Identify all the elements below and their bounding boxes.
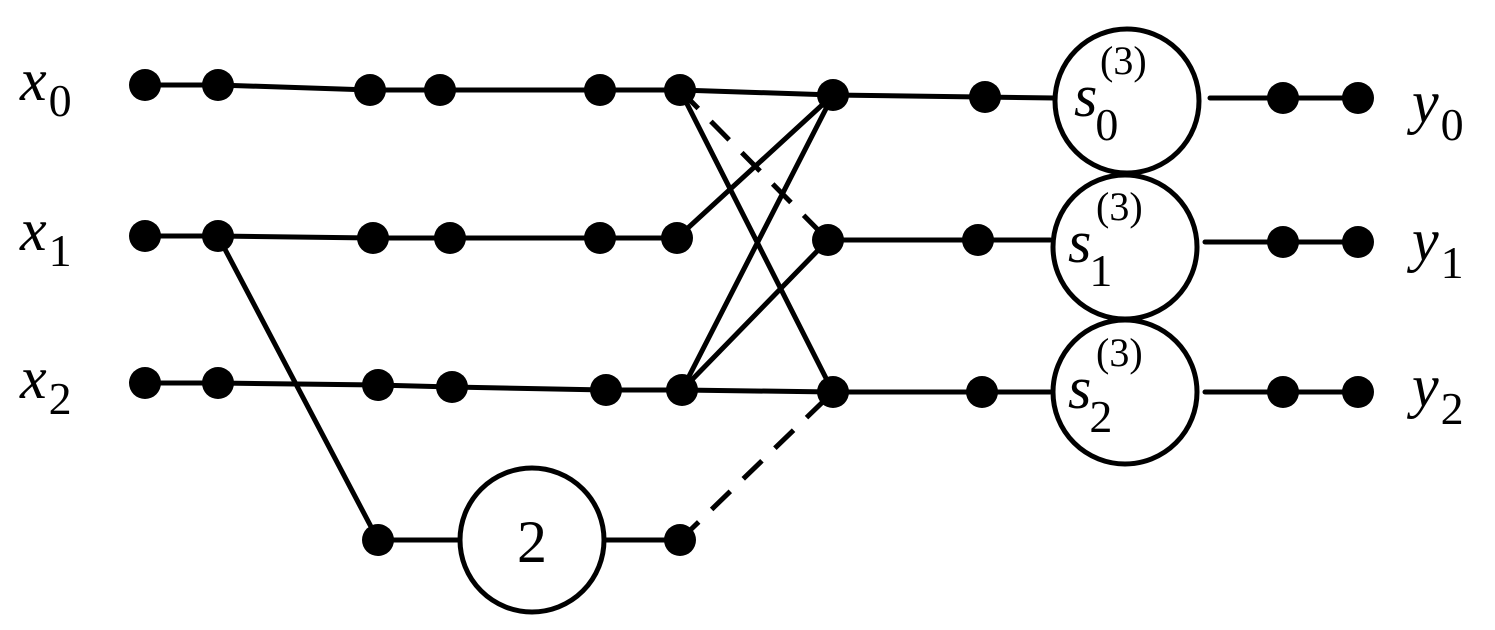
input-label-x1: x1 xyxy=(19,197,72,276)
wire-row0-to-s0 xyxy=(830,92,1058,101)
s2-superscript: (3) xyxy=(1096,330,1143,375)
s-blocks xyxy=(1050,26,1202,467)
s-block-labels: s0 (3) s1 (3) s2 (3) xyxy=(1068,38,1147,442)
node xyxy=(202,367,234,399)
node xyxy=(436,371,468,403)
output-sub: 1 xyxy=(1441,237,1464,288)
wire-row0-input xyxy=(142,82,836,98)
multiplier-label: 2 xyxy=(517,509,547,575)
node xyxy=(664,74,696,106)
output-label-y1: y1 xyxy=(1406,207,1464,288)
node xyxy=(362,524,394,556)
node xyxy=(129,220,161,252)
output-var: y xyxy=(1406,69,1439,135)
node xyxy=(129,69,161,101)
node xyxy=(354,74,386,106)
s0-superscript: (3) xyxy=(1100,38,1147,83)
wire-row2-input xyxy=(142,380,836,395)
input-sub: 2 xyxy=(49,373,72,424)
s0-label: s0 xyxy=(1074,63,1118,150)
s-sub: 1 xyxy=(1089,245,1112,296)
input-label-x2: x2 xyxy=(19,345,72,424)
node xyxy=(1342,376,1374,408)
s-var: s xyxy=(1068,209,1091,275)
node xyxy=(424,74,456,106)
input-var: x xyxy=(19,345,47,411)
node xyxy=(817,376,849,408)
node xyxy=(962,224,994,256)
node xyxy=(584,74,616,106)
output-labels: y0 y1 y2 xyxy=(1406,69,1464,434)
input-labels: x0 x1 x2 xyxy=(19,47,72,424)
output-var: y xyxy=(1406,353,1439,419)
nodes xyxy=(129,69,1374,556)
input-label-x0: x0 xyxy=(19,47,72,126)
dashed-multiplier-to-r2 xyxy=(678,390,835,542)
node xyxy=(202,69,234,101)
s-var: s xyxy=(1074,63,1097,129)
dashed-r0-to-r1 xyxy=(678,88,830,242)
output-var: y xyxy=(1406,207,1439,273)
input-var: x xyxy=(19,47,47,113)
node xyxy=(966,376,998,408)
s-sub: 0 xyxy=(1095,99,1118,150)
input-sub: 0 xyxy=(49,75,72,126)
wire-cross-r2-to-r1 xyxy=(679,237,831,393)
node xyxy=(969,81,1001,113)
s1-label: s1 xyxy=(1068,209,1112,296)
node xyxy=(1267,82,1299,114)
s2-label: s2 xyxy=(1068,355,1112,442)
node xyxy=(1267,226,1299,258)
node xyxy=(584,222,616,254)
node xyxy=(817,79,849,111)
wire-cross-r2-to-r0 xyxy=(679,92,836,393)
node xyxy=(590,374,622,406)
input-sub: 1 xyxy=(49,225,72,276)
s1-superscript: (3) xyxy=(1096,184,1143,229)
s2-block xyxy=(1050,317,1200,467)
node xyxy=(666,374,698,406)
node xyxy=(202,220,234,252)
s-var: s xyxy=(1068,355,1091,421)
input-var: x xyxy=(19,197,47,263)
node xyxy=(664,524,696,556)
node xyxy=(1342,82,1374,114)
output-label-y0: y0 xyxy=(1406,69,1464,150)
node xyxy=(357,222,389,254)
output-label-y2: y2 xyxy=(1406,353,1464,434)
output-sub: 0 xyxy=(1441,99,1464,150)
node xyxy=(362,369,394,401)
s-sub: 2 xyxy=(1089,391,1112,442)
node xyxy=(1342,226,1374,258)
node xyxy=(1267,376,1299,408)
node xyxy=(434,222,466,254)
node xyxy=(661,222,693,254)
node xyxy=(129,367,161,399)
output-sub: 2 xyxy=(1441,383,1464,434)
multiplier-block xyxy=(457,465,607,615)
node xyxy=(812,224,844,256)
